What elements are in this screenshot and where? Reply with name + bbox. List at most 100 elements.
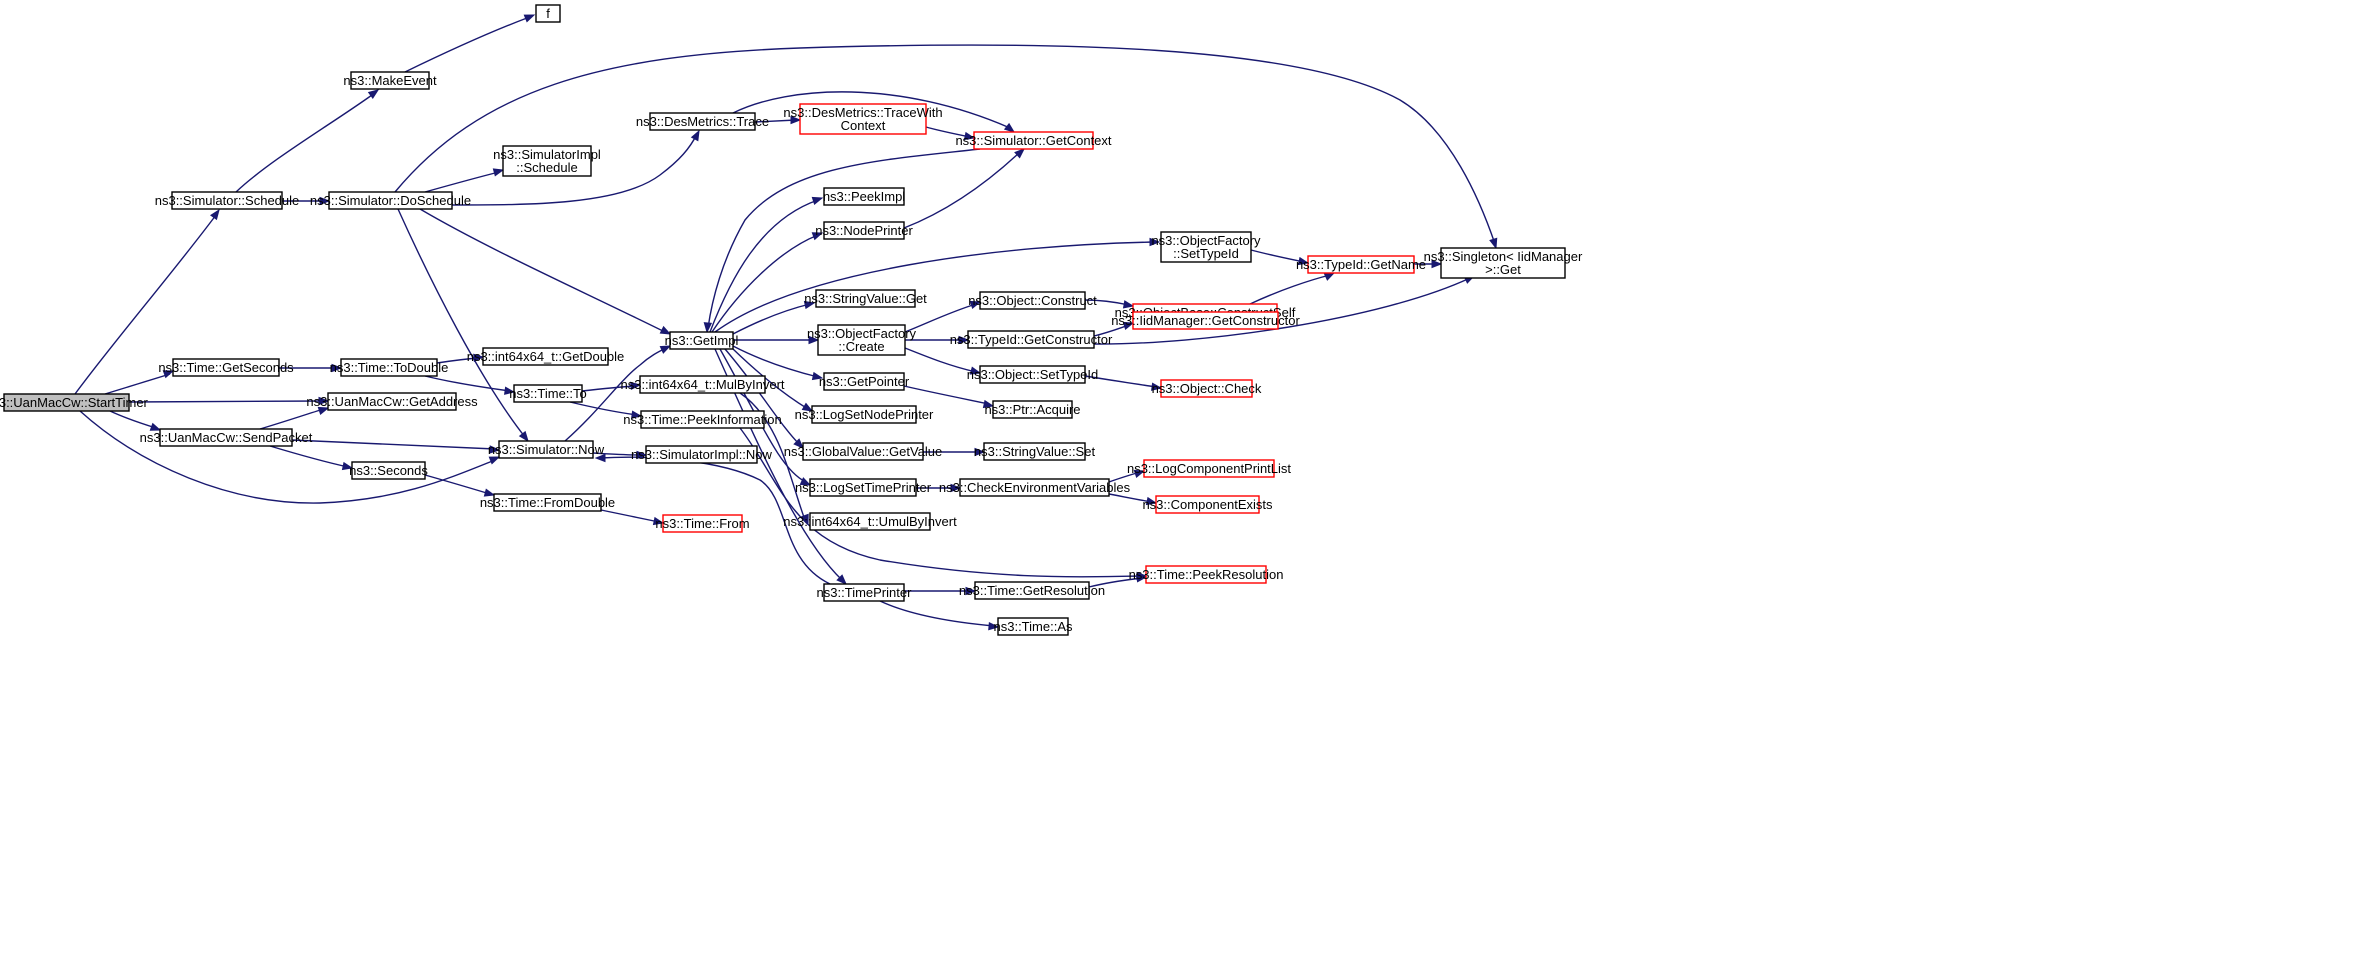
- arrowhead: [331, 363, 343, 373]
- edge-CheckEnvVars-to-ComponentExists: [1108, 493, 1158, 506]
- node-label: ::Schedule: [516, 160, 577, 175]
- node-LogSetTimePrinter[interactable]: ns3::LogSetTimePrinter: [795, 478, 932, 497]
- node-SimImplSchedule[interactable]: ns3::SimulatorImpl::Schedule: [493, 145, 601, 177]
- node-label: ns3::Time::From: [655, 516, 749, 531]
- node-box: [662, 514, 743, 533]
- node-StringValueGet[interactable]: ns3::StringValue::Get: [804, 289, 927, 308]
- node-OFCreate[interactable]: ns3::ObjectFactory::Create: [807, 324, 917, 356]
- node-GetImpl[interactable]: ns3::GetImpl: [665, 331, 739, 350]
- node-DesTrace[interactable]: ns3::DesMetrics::Trace: [636, 112, 769, 131]
- edge-NodePrinter-to-GetContext: [903, 148, 1026, 229]
- node-label: ns3::DesMetrics::TraceWith: [783, 105, 942, 120]
- node-PeekImpl[interactable]: ns3::PeekImpl: [823, 187, 905, 206]
- node-LogSetNodePrinter[interactable]: ns3::LogSetNodePrinter: [795, 405, 934, 424]
- node-box: [513, 384, 583, 403]
- node-TimeGetSeconds[interactable]: ns3::Time::GetSeconds: [158, 358, 294, 377]
- node-GetContext[interactable]: ns3::Simulator::GetContext: [955, 131, 1112, 150]
- edge-OFCreate-to-ObjectSetTypeId: [904, 347, 982, 375]
- node-LogComponentPrintList[interactable]: ns3::LogComponentPrintList: [1127, 459, 1291, 478]
- node-GetResolution[interactable]: ns3::Time::GetResolution: [959, 581, 1105, 600]
- arrowhead: [1297, 256, 1310, 266]
- node-GlobalValueGetValue[interactable]: ns3::GlobalValue::GetValue: [784, 442, 943, 461]
- node-box: [1143, 459, 1275, 478]
- node-DoSchedule[interactable]: ns3::Simulator::DoSchedule: [310, 191, 471, 210]
- node-IidGetConstructor[interactable]: ns3::IidManager::GetConstructor: [1111, 311, 1300, 330]
- node-NodePrinter[interactable]: ns3::NodePrinter: [815, 221, 913, 240]
- node-ObjectSetTypeId[interactable]: ns3::Object::SetTypeId: [967, 365, 1099, 384]
- arrowhead: [974, 447, 986, 457]
- node-CheckEnvVars[interactable]: ns3::CheckEnvironmentVariables: [939, 478, 1131, 497]
- node-label: ns3::Time::PeekResolution: [1129, 567, 1284, 582]
- arrowhead: [488, 456, 501, 465]
- node-TimeTo[interactable]: ns3::Time::To: [509, 384, 587, 403]
- edge-Schedule-to-DoSchedule: [282, 196, 331, 206]
- arrowhead: [492, 168, 505, 177]
- edge-DesTrace-to-DesTraceCtx: [754, 115, 802, 125]
- node-box: [1160, 231, 1252, 263]
- edge-GetImpl-to-GlobalValueGetValue: [724, 348, 804, 449]
- node-FromDouble[interactable]: ns3::Time::FromDouble: [480, 493, 615, 512]
- arrowhead: [803, 300, 816, 310]
- node-label: ns3::CheckEnvironmentVariables: [939, 480, 1131, 495]
- arrowhead: [982, 399, 995, 409]
- node-ObjectConstruct[interactable]: ns3::Object::Construct: [968, 291, 1097, 310]
- node-f[interactable]: f: [535, 4, 561, 23]
- edge-GetImpl-to-OFCreate: [733, 335, 820, 345]
- arrowhead: [149, 422, 162, 431]
- node-StartTimer[interactable]: ns3::UanMacCw::StartTimer: [0, 393, 149, 412]
- node-PeekInformation[interactable]: ns3::Time::PeekInformation: [623, 410, 782, 429]
- node-Seconds[interactable]: ns3::Seconds: [349, 461, 428, 480]
- node-GetAddress[interactable]: ns3::UanMacCw::GetAddress: [306, 392, 478, 411]
- edge-StartTimer-to-SendPacket: [109, 410, 162, 431]
- node-box: [172, 358, 280, 377]
- node-label: ns3::UanMacCw::SendPacket: [140, 430, 313, 445]
- edge-DoSchedule-to-SingletonGet: [394, 44, 1498, 250]
- node-UmulByInvert[interactable]: ns3::int64x64_t::UmulByInvert: [783, 512, 957, 531]
- edge-GetImpl-to-GetPointer: [732, 345, 824, 381]
- edge-OFSetTypeId-to-TypeIdGetName: [1250, 249, 1310, 266]
- edge-DoSchedule-to-SimImplSchedule: [424, 168, 505, 193]
- edge-GetContext-to-GetImpl: [703, 148, 981, 334]
- node-SimNow[interactable]: ns3::Simulator::Now: [488, 440, 605, 459]
- edge-TimeToDouble-to-GetDouble: [436, 353, 485, 364]
- node-ComponentExists[interactable]: ns3::ComponentExists: [1142, 495, 1273, 514]
- node-label: f: [546, 6, 550, 21]
- node-StringValueSet[interactable]: ns3::StringValue::Set: [974, 442, 1096, 461]
- node-SimImplNow[interactable]: ns3::SimulatorImpl::Now: [631, 445, 773, 464]
- node-box: [493, 493, 602, 512]
- node-TimeFrom[interactable]: ns3::Time::From: [655, 514, 750, 533]
- arrowhead: [652, 516, 665, 526]
- node-Schedule[interactable]: ns3::Simulator::Schedule: [155, 191, 300, 210]
- edge-StartTimer-to-TimeGetSeconds: [104, 370, 175, 395]
- arrowhead: [659, 345, 672, 354]
- node-box: [802, 442, 924, 461]
- node-GetPointer[interactable]: ns3::GetPointer: [819, 372, 910, 391]
- node-ObjectCheck[interactable]: ns3::Object::Check: [1152, 379, 1262, 398]
- node-TypeIdGetConstructor[interactable]: ns3::TypeId::GetConstructor: [950, 330, 1113, 349]
- node-TimeAs[interactable]: ns3::Time::As: [994, 617, 1073, 636]
- arrowhead: [483, 488, 496, 497]
- edge-MakeEvent-to-f: [404, 14, 536, 73]
- node-TimeToDouble[interactable]: ns3::Time::ToDouble: [330, 358, 449, 377]
- node-PtrAcquire[interactable]: ns3::Ptr::Acquire: [984, 400, 1081, 419]
- arrowhead: [1431, 259, 1443, 269]
- node-box: [1307, 255, 1415, 274]
- node-label: ns3::StringValue::Set: [974, 444, 1096, 459]
- node-box: [1155, 495, 1260, 514]
- node-SingletonGet[interactable]: ns3::Singleton< IidManager>::Get: [1424, 247, 1583, 279]
- node-GetDouble[interactable]: ns3::int64x64_t::GetDouble: [467, 347, 625, 366]
- node-OFSetTypeId[interactable]: ns3::ObjectFactory::SetTypeId: [1151, 231, 1261, 263]
- edge-ObjectConstruct-to-ObjBaseConstructSelf: [1084, 299, 1135, 309]
- node-MulByInvert[interactable]: ns3::int64x64_t::MulByInvert: [620, 375, 785, 394]
- node-SendPacket[interactable]: ns3::UanMacCw::SendPacket: [140, 428, 313, 447]
- node-MakeEvent[interactable]: ns3::MakeEvent: [343, 71, 437, 90]
- node-label: ns3::Object::Check: [1152, 381, 1262, 396]
- node-TimePrinter[interactable]: ns3::TimePrinter: [817, 583, 913, 602]
- arrowhead: [630, 381, 642, 391]
- node-PeekResolution[interactable]: ns3::Time::PeekResolution: [1129, 565, 1284, 584]
- node-TypeIdGetName[interactable]: ns3::TypeId::GetName: [1296, 255, 1426, 274]
- node-label: Context: [841, 118, 886, 133]
- arrowhead: [1151, 382, 1163, 391]
